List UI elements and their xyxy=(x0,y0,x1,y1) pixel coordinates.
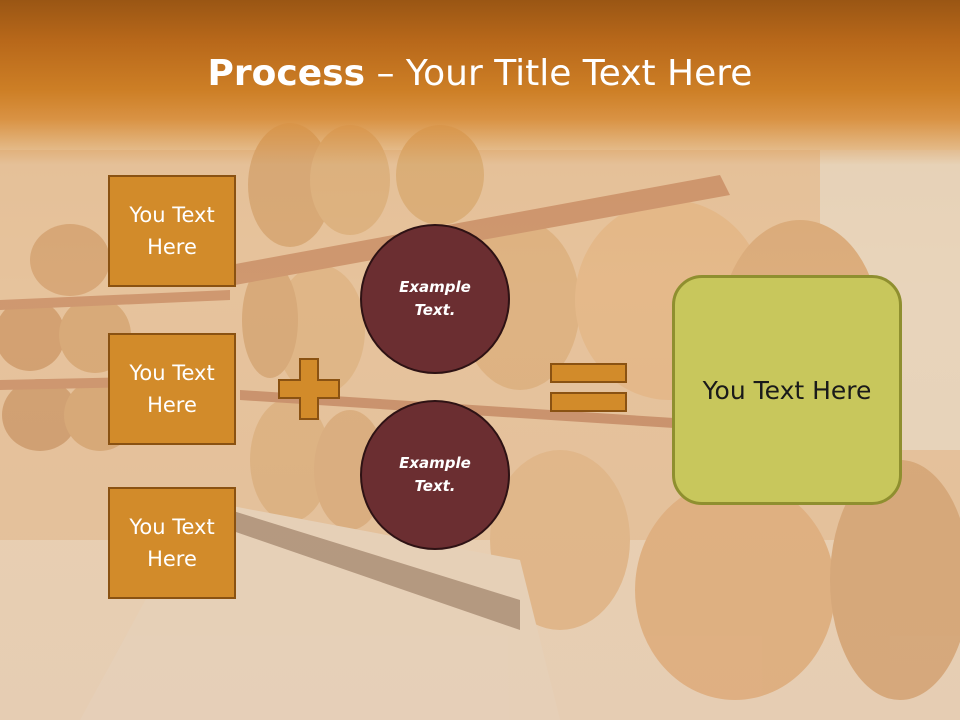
equals-bar-bottom xyxy=(550,392,627,412)
circle-label: Example Text. xyxy=(399,278,471,319)
left-box-3: You Text Here xyxy=(108,487,236,599)
title-bold: Process xyxy=(207,53,366,94)
left-box-1: You Text Here xyxy=(108,175,236,287)
left-box-label: You Text Here xyxy=(129,515,215,571)
result-box: You Text Here xyxy=(672,275,902,505)
left-box-label: You Text Here xyxy=(129,361,215,417)
circle-1: Example Text. xyxy=(360,224,510,374)
equals-bar-top xyxy=(550,363,627,383)
result-label: You Text Here xyxy=(702,375,872,405)
plus-icon xyxy=(278,358,340,420)
title-bar xyxy=(0,0,960,165)
circle-label: Example Text. xyxy=(399,454,471,495)
slide-title: Process – Your Title Text Here xyxy=(0,52,960,96)
circle-2: Example Text. xyxy=(360,400,510,550)
left-box-label: You Text Here xyxy=(129,203,215,259)
left-box-2: You Text Here xyxy=(108,333,236,445)
title-rest: – Your Title Text Here xyxy=(365,53,753,94)
